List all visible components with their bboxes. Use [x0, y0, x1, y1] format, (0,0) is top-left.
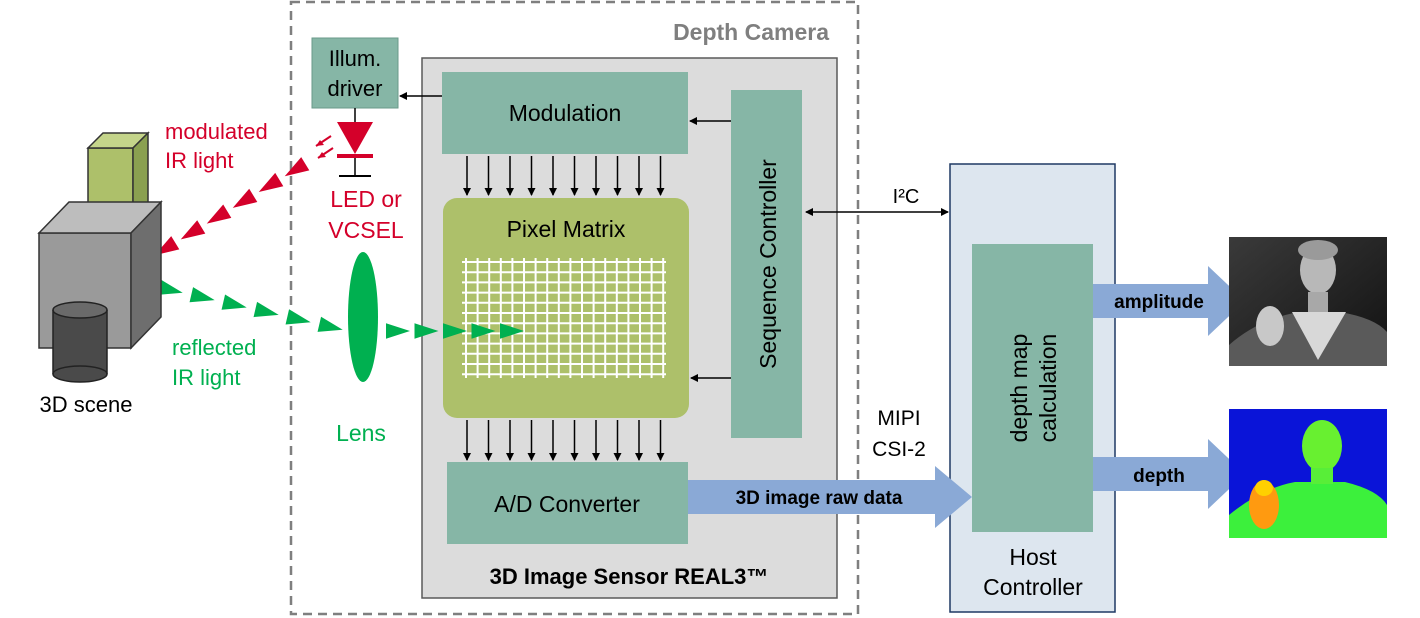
reflected-ir-arrowhead [157, 279, 183, 295]
pixel-matrix-label: Pixel Matrix [507, 216, 626, 242]
depth-map-label-2: calculation [1035, 334, 1061, 443]
pixel-grid [462, 258, 666, 378]
modulation-to-pixel-arrows [463, 156, 665, 196]
depth-label: depth [1133, 466, 1185, 487]
amplitude-arrow [1093, 266, 1245, 336]
lens-icon [348, 252, 378, 382]
reflected-ir-arrowhead [221, 294, 247, 310]
modulated-label-2: IR light [165, 148, 233, 173]
reflected-ir-arrowhead [285, 309, 311, 325]
reflected-ir-arrowhead [414, 323, 439, 339]
reflected-ir-arrowhead [500, 323, 524, 339]
led-diode-icon [315, 122, 373, 177]
scene-label: 3D scene [40, 392, 133, 417]
illum-driver-label-1: Illum. [329, 46, 382, 71]
depth-map-calculation-block [972, 244, 1093, 532]
depth-arrow [1093, 439, 1245, 509]
reflected-ir-arrowhead [253, 301, 279, 318]
ad-converter-label: A/D Converter [494, 491, 640, 517]
image-sensor-label: 3D Image Sensor REAL3™ [490, 564, 769, 589]
illum-driver-label-2: driver [327, 76, 382, 101]
modulation-label: Modulation [509, 100, 622, 126]
reflected-ir-light-arrows [157, 279, 524, 339]
reflected-ir-arrowhead [471, 323, 496, 339]
depth-map-label-1: depth map [1006, 334, 1032, 443]
modulated-ir-arrowhead [180, 220, 206, 240]
amplitude-grayscale-portrait-icon [1229, 237, 1387, 366]
depth-colormap-portrait-icon [1229, 409, 1387, 538]
amplitude-label: amplitude [1114, 292, 1204, 313]
depth-camera-boundary [289, 0, 860, 616]
reflected-ir-arrowhead [189, 287, 215, 303]
reflected-label-2: IR light [172, 365, 240, 390]
3d-scene-objects-icon [37, 131, 163, 383]
pixel-to-adc-arrows [463, 420, 665, 461]
reflected-ir-arrowhead [386, 323, 410, 339]
modulated-ir-light-arrows [154, 157, 310, 256]
mipi-label-2: CSI-2 [872, 438, 926, 461]
reflected-ir-arrowhead [443, 323, 467, 339]
ad-converter-block [447, 462, 688, 544]
modulated-ir-arrowhead [258, 172, 284, 193]
host-label-1: Host [1009, 544, 1057, 570]
modulation-block [442, 72, 688, 154]
sequence-controller-block [731, 90, 802, 438]
sequence-controller-label: Sequence Controller [755, 159, 781, 369]
illum-driver-box [311, 37, 399, 109]
modulated-ir-arrowhead [232, 188, 258, 208]
lens-label: Lens [336, 420, 386, 446]
modulated-ir-arrowhead [206, 204, 232, 224]
raw-data-label: 3D image raw data [736, 488, 903, 509]
i2c-label: I²C [893, 186, 920, 208]
depth-camera-title: Depth Camera [673, 19, 829, 45]
host-label-2: Controller [983, 574, 1083, 600]
raw-data-arrow [688, 466, 972, 528]
reflected-ir-arrowhead [317, 316, 343, 332]
led-label-2: VCSEL [328, 217, 404, 243]
modulated-ir-arrowhead [284, 157, 310, 177]
reflected-label-1: reflected [172, 335, 256, 360]
led-label-1: LED or [330, 186, 402, 212]
modulated-label-1: modulated [165, 119, 268, 144]
mipi-label-1: MIPI [877, 407, 920, 430]
